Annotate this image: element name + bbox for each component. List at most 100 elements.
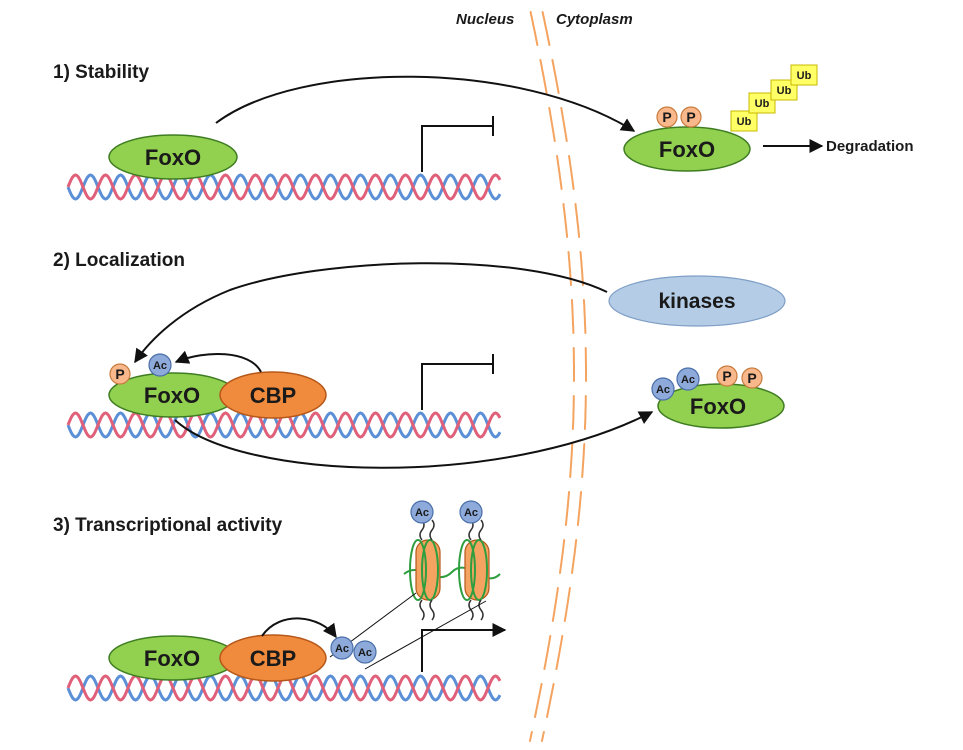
foxo-protein-nuclear-cbp-bound: FoxO: [108, 372, 238, 418]
membrane-segment: [556, 155, 563, 190]
nucleosome-dna-wrap: [421, 539, 439, 601]
ubiquitin-tag: Ub: [748, 92, 776, 114]
svg-text:Ub: Ub: [777, 85, 792, 97]
membrane-segment: [570, 299, 575, 334]
svg-text:P: P: [115, 366, 124, 382]
phosphate-group: P: [680, 106, 702, 128]
cbp-protein: CBP: [219, 371, 327, 419]
kinase-phosphorylation-arrow: [134, 262, 608, 364]
heading-localization: 2) Localization: [53, 250, 185, 271]
repressed-promoter-symbol: [421, 116, 494, 172]
ubiquitin-tag: Ub: [790, 64, 818, 86]
svg-text:Ub: Ub: [755, 98, 770, 110]
histone-tail: [478, 519, 484, 541]
phosphate-group: P: [656, 106, 678, 128]
nucleosome-dna-wrap: [458, 539, 476, 601]
svg-text:P: P: [662, 109, 671, 125]
svg-text:P: P: [747, 370, 756, 386]
membrane-segment: [559, 539, 566, 574]
degradation-label: Degradation: [826, 138, 914, 155]
phosphate-group: P: [741, 367, 763, 389]
foxo-label: FoxO: [144, 646, 200, 671]
foxo-protein-cytoplasmic-degraded: FoxO: [623, 126, 751, 172]
ubiquitin-tag: Ub: [730, 110, 758, 132]
membrane-segment: [548, 107, 556, 142]
acetyl-group-nucleosome: [410, 500, 434, 524]
membrane-segment: [563, 587, 571, 622]
membrane-segment: [551, 59, 560, 94]
histone-tail: [429, 519, 435, 541]
export-arrow-stability: [215, 75, 636, 132]
membrane-segment: [583, 395, 587, 430]
repressed-promoter-symbol: [421, 354, 494, 410]
membrane-segment: [562, 203, 569, 238]
foxo-label: FoxO: [144, 383, 200, 408]
membrane-segment: [571, 539, 578, 574]
foxo-label: FoxO: [659, 137, 715, 162]
svg-text:P: P: [686, 109, 695, 125]
nucleosome-group: Ac Ac: [403, 500, 501, 621]
svg-text:Ac: Ac: [335, 643, 349, 655]
membrane-segment: [540, 731, 545, 742]
membrane-segment: [568, 155, 575, 190]
acetyl-group-histone: Ac: [353, 640, 377, 664]
histone-tail: [429, 599, 435, 621]
membrane-segment: [576, 491, 582, 526]
svg-text:Ub: Ub: [737, 116, 752, 128]
foxo-label: FoxO: [690, 394, 746, 419]
membrane-segment: [571, 395, 575, 430]
membrane-segment: [560, 107, 568, 142]
membrane-segment: [579, 251, 584, 286]
heading-stability: 1) Stability: [53, 62, 150, 83]
membrane-segment: [534, 683, 543, 718]
heading-transcriptional-activity: 3) Transcriptional activity: [53, 515, 283, 536]
nucleosome-dna-wrap: [470, 539, 488, 601]
svg-text:Ac: Ac: [358, 647, 372, 659]
acetyl-label: Ac: [415, 507, 429, 519]
cbp-label: CBP: [250, 383, 296, 408]
foxo-protein-active: FoxO: [108, 635, 238, 681]
foxo-label: FoxO: [145, 145, 201, 170]
dna-strand: [66, 173, 502, 201]
histone-tail: [478, 599, 484, 621]
svg-text:Ac: Ac: [681, 374, 695, 386]
membrane-segment: [541, 11, 551, 46]
acetyl-label: Ac: [464, 507, 478, 519]
nuclear-membrane: [528, 11, 587, 742]
membrane-segment: [529, 11, 539, 46]
cbp-acetylation-arrow: [174, 350, 262, 373]
dna-helix-stability: [66, 173, 502, 201]
phosphate-group: P: [109, 363, 131, 385]
svg-text:Ub: Ub: [797, 70, 812, 82]
membrane-segment: [569, 443, 574, 478]
acetyl-group: Ac: [651, 377, 675, 401]
active-transcription-arrow: [421, 623, 507, 672]
membrane-segment: [551, 587, 559, 622]
membrane-segment: [564, 491, 570, 526]
kinases-ellipse: kinases: [608, 275, 786, 327]
membrane-segment: [555, 635, 564, 670]
cbp-label: CBP: [250, 646, 296, 671]
cytoplasm-label: Cytoplasm: [556, 11, 633, 28]
acetyl-group-histone: Ac: [330, 636, 354, 660]
membrane-segment: [567, 251, 572, 286]
nuclear-export-arrow: [174, 411, 654, 469]
zoom-line: [364, 600, 487, 670]
kinases-label: kinases: [658, 290, 735, 313]
acetyl-group: Ac: [676, 367, 700, 391]
cbp-protein: CBP: [219, 634, 327, 682]
histone-tail: [419, 599, 425, 621]
nucleosome-dna-wrap: [409, 539, 427, 601]
foxo-protein-cytoplasmic-modified: FoxO: [657, 383, 785, 429]
svg-text:P: P: [722, 368, 731, 384]
acetyl-group: Ac: [148, 353, 172, 377]
nucleus-label: Nucleus: [456, 11, 514, 28]
membrane-segment: [546, 683, 555, 718]
acetyl-group-nucleosome: [459, 500, 483, 524]
membrane-segment: [574, 203, 581, 238]
membrane-segment: [543, 635, 552, 670]
membrane-segment: [528, 731, 533, 742]
svg-text:Ac: Ac: [153, 360, 167, 372]
